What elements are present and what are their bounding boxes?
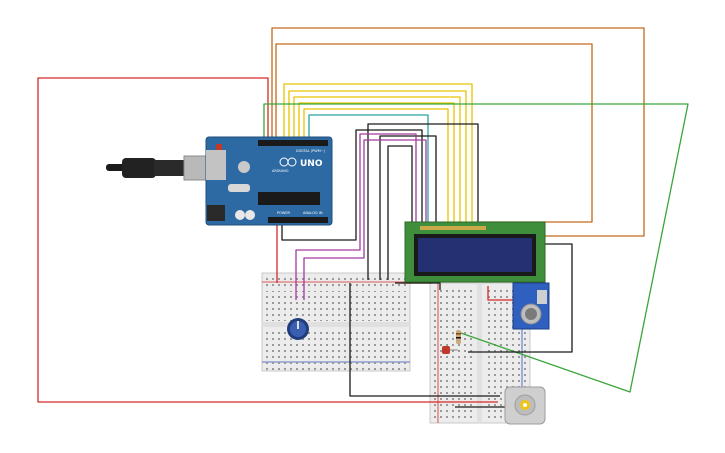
wire-red-left[interactable]: [37, 77, 498, 403]
wire-orange-outer[interactable]: [271, 27, 645, 237]
atmega-chip: [258, 192, 320, 205]
power-label: POWER: [277, 211, 291, 215]
wire-green[interactable]: [263, 103, 689, 393]
wires: [37, 27, 689, 408]
usb-cable: [106, 155, 211, 181]
wire-purple-1[interactable]: [295, 133, 417, 300]
wire-yellow-4[interactable]: [298, 102, 455, 222]
wire-yellow-2[interactable]: [288, 90, 467, 222]
analog-label: ANALOG IN: [303, 211, 323, 215]
wire-black-2[interactable]: [379, 135, 437, 280]
wire-yellow-5[interactable]: [303, 108, 449, 222]
wire-black-sensor[interactable]: [468, 243, 573, 353]
resistor[interactable]: [456, 330, 461, 344]
arduino-logo-icon-2: [287, 157, 297, 167]
arduino-brand: UNO: [300, 159, 323, 169]
digital-header: [258, 140, 328, 146]
usb-port: [206, 150, 226, 180]
capacitor-3: [245, 210, 255, 220]
capacitor: [238, 161, 250, 173]
wire-purple-2[interactable]: [303, 139, 427, 300]
motor-shaft-icon: [523, 403, 527, 407]
digital-label: DIGITAL (PWM~): [296, 149, 326, 153]
lcd-screen: [418, 238, 532, 272]
wire-yellow-3[interactable]: [293, 96, 461, 222]
arduino-uno[interactable]: UNO ARDUINO DIGITAL (PWM~) POWER ANALOG …: [205, 136, 333, 226]
wire-black-lcd[interactable]: [395, 282, 441, 290]
analog-header: [268, 217, 328, 223]
wire-teal[interactable]: [308, 114, 429, 222]
wire-orange-inner[interactable]: [275, 43, 593, 223]
breadboard-left: [261, 272, 411, 372]
lcd-16x2[interactable]: [404, 221, 546, 283]
wire-black-3[interactable]: [387, 145, 413, 280]
power-jack: [207, 205, 225, 221]
lcd-pin-header: [420, 226, 486, 230]
arduino-sub-brand: ARDUINO: [272, 169, 289, 173]
reset-button[interactable]: [216, 144, 222, 150]
wire-yellow-1[interactable]: [283, 83, 473, 222]
wire-black-4[interactable]: [281, 129, 423, 241]
led[interactable]: [442, 346, 458, 354]
wire-black-1[interactable]: [367, 123, 479, 280]
wire-red-sensor[interactable]: [487, 286, 520, 301]
crystal: [228, 184, 250, 192]
potentiometer[interactable]: [287, 318, 309, 340]
dc-motor[interactable]: [504, 386, 546, 425]
potentiometer-knob-icon[interactable]: [297, 321, 299, 329]
capacitor-2: [235, 210, 245, 220]
wire-black-bottom[interactable]: [349, 283, 500, 397]
ultrasonic-sensor[interactable]: [512, 282, 550, 330]
